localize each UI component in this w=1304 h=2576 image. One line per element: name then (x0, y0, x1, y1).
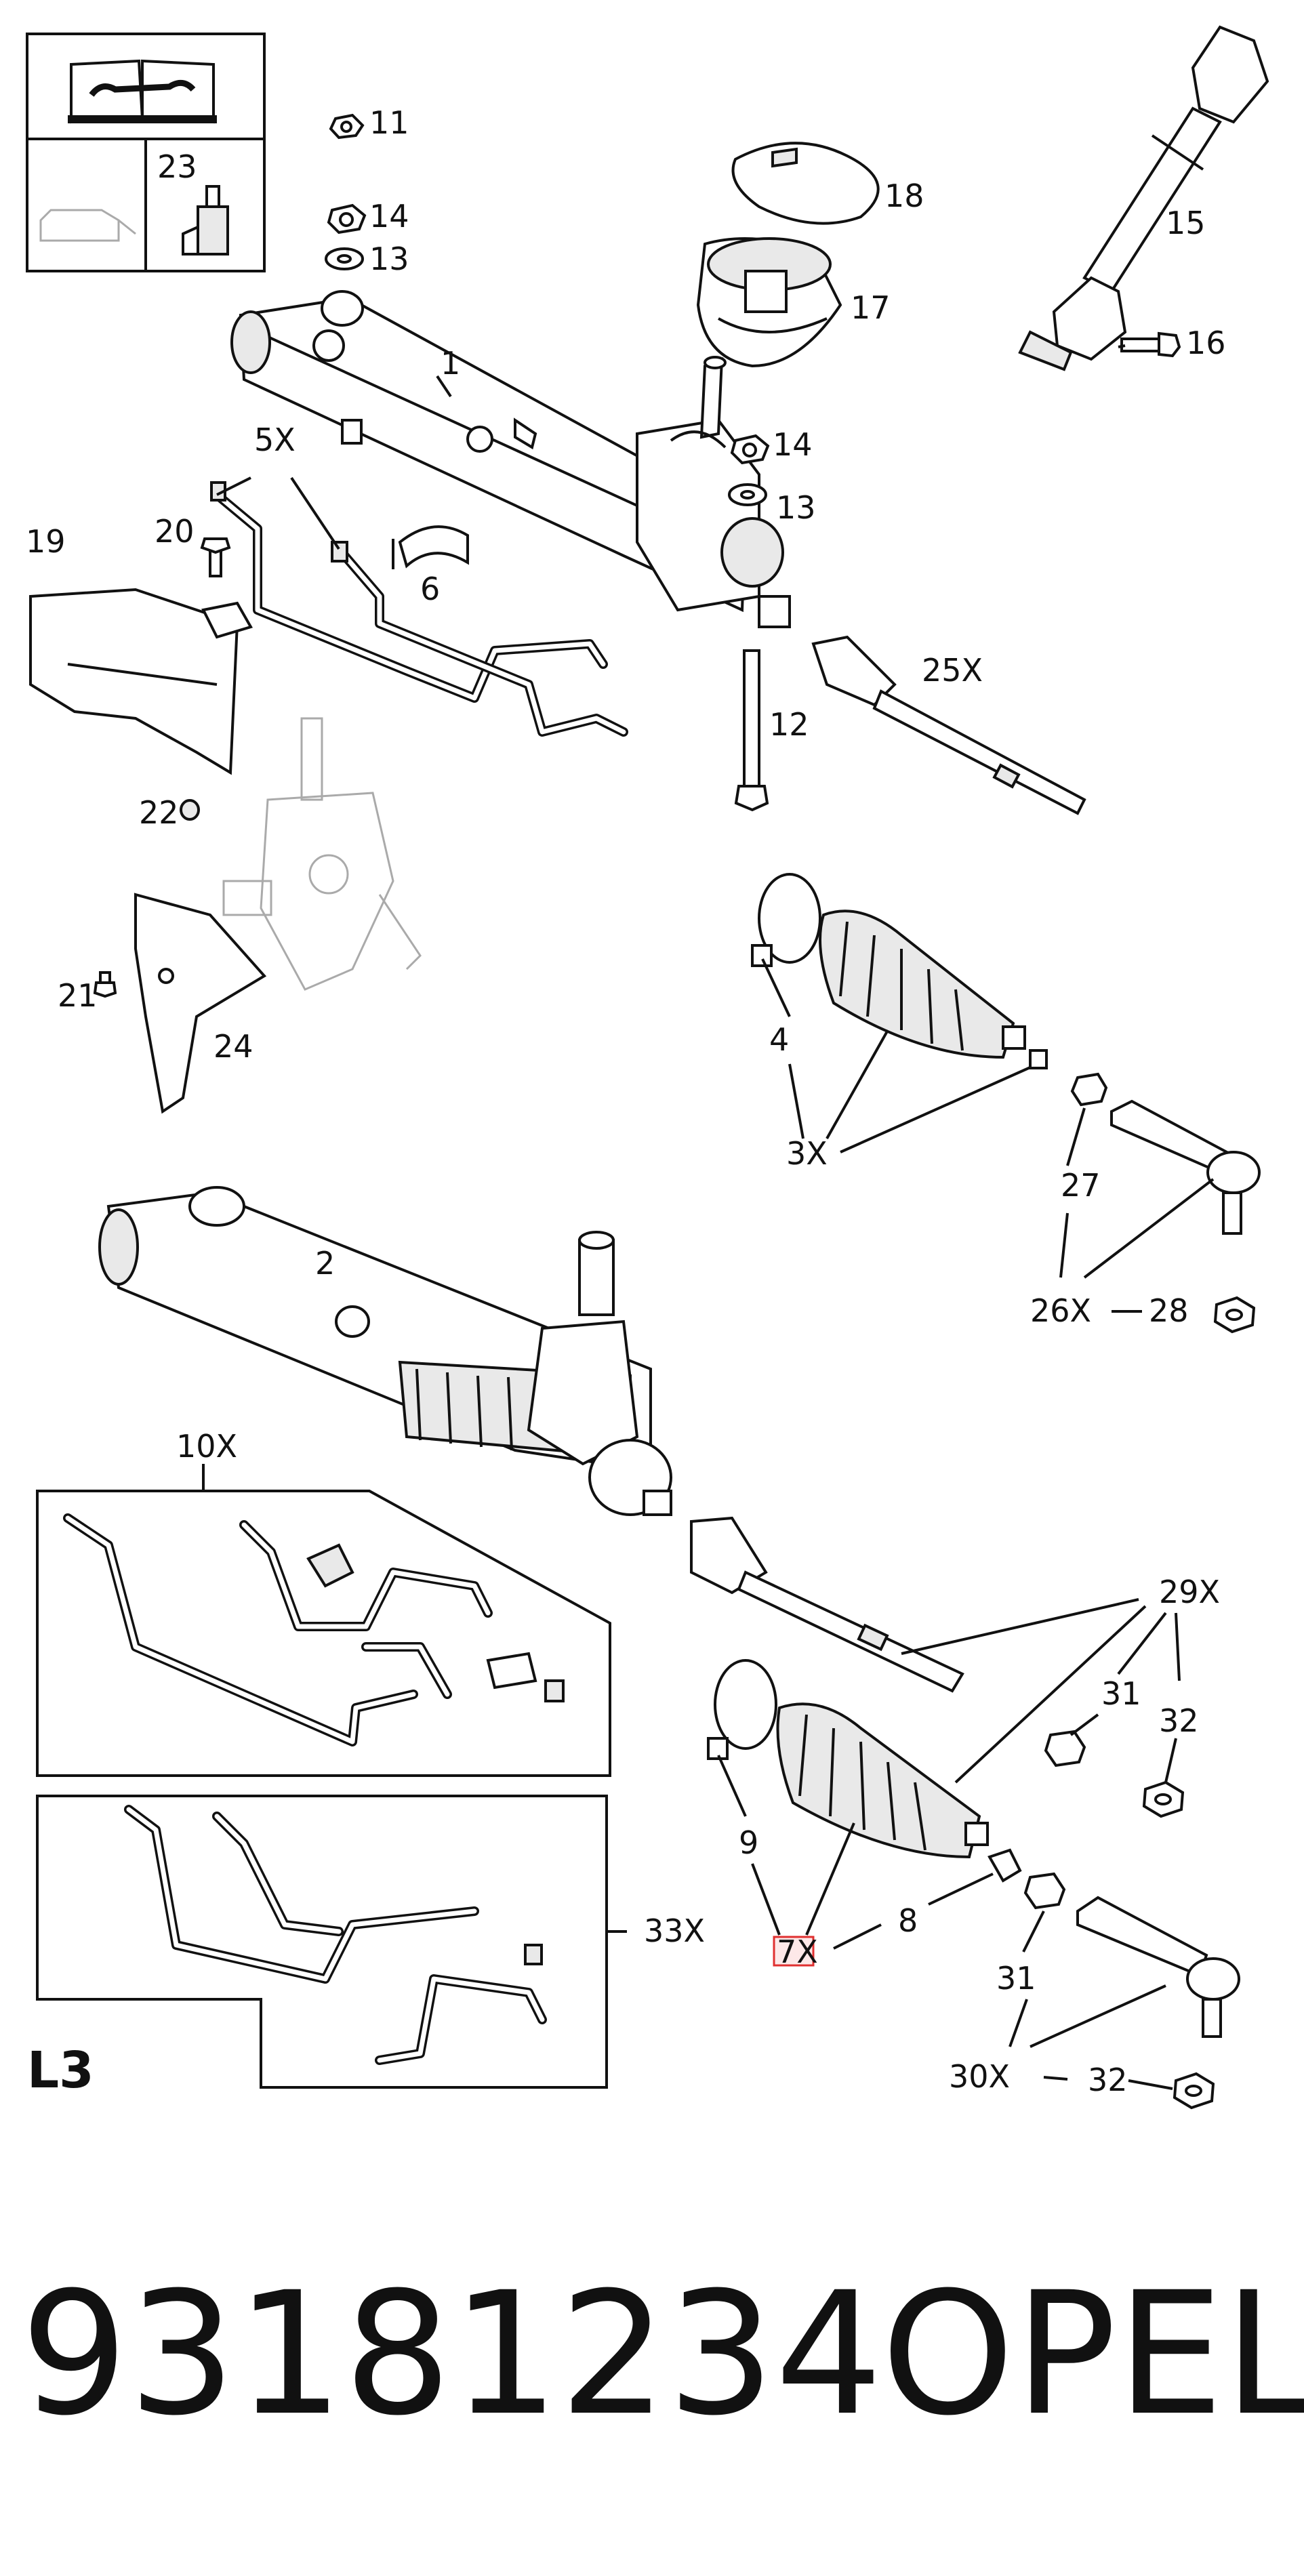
fluid-bottle-icon (182, 185, 229, 255)
hose-set-5x (210, 481, 628, 737)
bracket-24 (134, 893, 267, 1114)
hose-box-33x (36, 1795, 608, 2089)
tie-rod-end-26x (1110, 1099, 1261, 1235)
bolt-12 (734, 649, 769, 812)
steering-rack-2 (98, 1186, 672, 1516)
label-6: 6 (420, 571, 440, 607)
label-26x: 26X (1030, 1292, 1091, 1329)
boot-3x (819, 909, 1048, 1069)
label-32-upper: 32 (1159, 1702, 1199, 1739)
bolt-16 (1120, 331, 1181, 358)
label-8: 8 (898, 1902, 918, 1939)
nut-31-upper (1044, 1730, 1086, 1767)
clamp-9 (707, 1659, 777, 1760)
clamp-8 (987, 1848, 1022, 1883)
label-5x: 5X (254, 422, 296, 458)
nut-32-lower (1173, 2072, 1215, 2110)
label-11: 11 (369, 104, 409, 141)
hose-box-10x (36, 1490, 611, 1777)
label-30x: 30X (949, 2058, 1010, 2095)
callout-labels: 11 14 13 18 17 15 16 1 5X 14 13 20 19 6 … (26, 104, 1226, 2098)
clip-22 (180, 799, 200, 821)
section-label: L3 (27, 2041, 94, 2100)
label-28: 28 (1149, 1292, 1189, 1329)
bolt-20 (200, 537, 231, 577)
label-2: 2 (315, 1245, 335, 1282)
label-1: 1 (441, 345, 460, 382)
label-13-mid: 13 (776, 489, 816, 526)
nut-14-top (327, 203, 367, 234)
label-15: 15 (1166, 205, 1206, 241)
label-14-mid: 14 (773, 426, 813, 463)
label-31-lower: 31 (996, 1960, 1036, 1997)
label-18: 18 (884, 178, 924, 214)
label-7x: 7X (777, 1934, 818, 1970)
tie-rod-29x (690, 1516, 964, 1693)
boot-17 (696, 237, 842, 368)
label-13-top: 13 (369, 241, 409, 277)
info-box: 23 (26, 33, 266, 272)
nut-27 (1070, 1072, 1108, 1107)
nut-14-mid (730, 434, 770, 465)
label-20: 20 (155, 513, 195, 550)
label-22: 22 (139, 794, 179, 831)
tie-rod-end-30x (1076, 1896, 1240, 2038)
label-10x: 10X (176, 1428, 237, 1465)
label-32-lower: 32 (1088, 2062, 1128, 2098)
label-27: 27 (1061, 1167, 1101, 1204)
label-29x: 29X (1159, 1574, 1220, 1610)
steering-rack-1 (230, 290, 791, 628)
label-14-top: 14 (369, 198, 409, 234)
label-23: 23 (157, 148, 197, 185)
clamp-6 (392, 525, 469, 569)
label-21: 21 (58, 977, 98, 1014)
nut-11 (329, 113, 365, 140)
highlight-box-7x (773, 1936, 815, 1967)
label-17: 17 (851, 289, 891, 326)
nut-31-lower (1023, 1872, 1066, 1910)
label-19: 19 (26, 523, 66, 560)
label-16: 16 (1186, 325, 1226, 361)
shaft-15 (1018, 25, 1269, 371)
oil-container-icon (39, 209, 136, 242)
label-3x: 3X (786, 1135, 828, 1172)
leader-lines (202, 344, 1215, 2090)
cover-18 (731, 142, 880, 225)
washer-13-top (325, 247, 364, 270)
brand-name: OPEL (881, 2255, 1304, 2453)
bolt-21 (93, 971, 117, 998)
label-9: 9 (739, 1824, 758, 1861)
nut-32-upper (1142, 1780, 1185, 1818)
manual-book-icon (68, 59, 217, 124)
label-24: 24 (213, 1028, 253, 1065)
label-4: 4 (769, 1021, 789, 1058)
part-number: 93181234 (20, 2255, 882, 2453)
label-31-upper: 31 (1101, 1675, 1141, 1712)
label-33x: 33X (644, 1913, 705, 1949)
washer-13-mid (728, 483, 767, 506)
boot-7x (776, 1702, 989, 1859)
heat-shield-19 (29, 588, 253, 775)
label-12: 12 (769, 706, 809, 743)
ghost-steering-gear (222, 717, 422, 991)
label-25x: 25X (922, 652, 983, 689)
nut-28 (1213, 1296, 1256, 1334)
tie-rod-25x (811, 635, 1086, 815)
clamp-4 (751, 873, 821, 967)
